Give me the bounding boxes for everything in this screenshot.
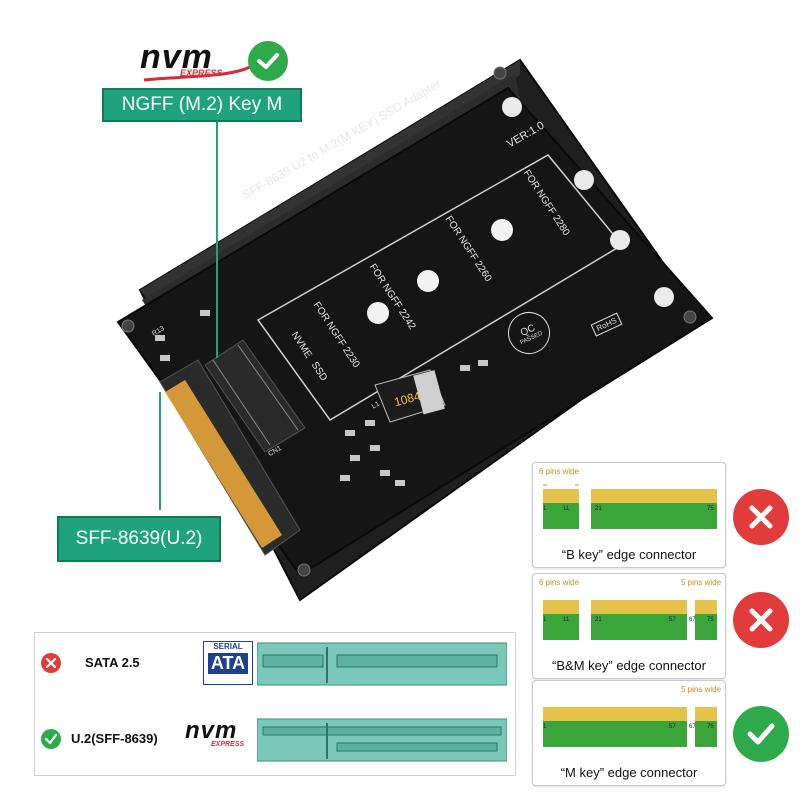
- sata-label: SATA 2.5: [85, 655, 140, 670]
- bm-key-card: 6 pins wide 5 pins wide 1 11 21 57 67 75…: [532, 573, 726, 679]
- pins-wide-left: 6 pins wide: [539, 467, 580, 476]
- pin-num: 1: [543, 617, 547, 623]
- nvme-logo-swoosh: [143, 64, 253, 82]
- pin-num: 21: [595, 617, 602, 623]
- express-text: EXPRESS: [180, 68, 223, 78]
- check-icon-top: [248, 41, 288, 81]
- serial-ata-logo: SERIAL ATA: [203, 641, 253, 685]
- u2-compare-label: U.2(SFF-8639): [71, 731, 158, 746]
- pin-num: 11: [563, 617, 570, 623]
- pin-num: 57: [669, 724, 676, 730]
- ata-text: ATA: [208, 653, 248, 674]
- nvm-text: nvm: [140, 38, 213, 76]
- u2-connector-illustration: [257, 718, 507, 762]
- x-icon-sata: [41, 653, 61, 673]
- pins-wide-left: 6 pins wide: [539, 578, 580, 587]
- express-text: EXPRESS: [211, 741, 245, 748]
- m2-key-label: NGFF (M.2) Key M: [102, 88, 302, 122]
- b-key-caption: “B key” edge connector: [561, 547, 697, 562]
- pin-num: 11: [563, 506, 570, 512]
- pin-num: 57: [669, 617, 676, 623]
- m-key-connector: [543, 707, 717, 747]
- interface-compare-box: SATA 2.5 SERIAL ATA U.2(SFF-8639) nvm EX…: [34, 632, 516, 776]
- check-icon-u2: [41, 729, 61, 749]
- m-key-card: 5 pins wide 1 57 67 75 “M key” edge conn…: [532, 680, 726, 786]
- pin-num: 21: [595, 506, 602, 512]
- pin-num: 1: [543, 506, 547, 512]
- bm-key-caption: “B&M key” edge connector: [552, 658, 706, 673]
- sata-connector-illustration: [257, 642, 507, 686]
- pin-num: 75: [707, 506, 714, 512]
- x-icon-b-key: [733, 489, 789, 545]
- pins-wide-right: 5 pins wide: [681, 578, 722, 587]
- pin-num: 67: [689, 724, 696, 730]
- bm-key-connector: [543, 600, 717, 640]
- b-key-card: 6 pins wide 1 11 21 75 “B key” edge conn…: [532, 462, 726, 568]
- b-key-connector: [543, 484, 717, 529]
- nvme-logo-bottom: nvm EXPRESS: [185, 719, 265, 749]
- check-icon-m-key: [733, 706, 789, 762]
- pin-num: 75: [707, 617, 714, 623]
- pin-num: 1: [543, 724, 547, 730]
- pin-num: 67: [689, 617, 696, 623]
- pin-num: 75: [707, 724, 714, 730]
- u2-label: SFF-8639(U.2): [57, 516, 221, 562]
- x-icon-bm-key: [733, 592, 789, 648]
- nvm-text: nvm: [185, 717, 238, 744]
- nvme-logo-top: nvm EXPRESS: [140, 38, 270, 82]
- m-key-caption: “M key” edge connector: [560, 765, 698, 780]
- serial-text: SERIAL: [213, 642, 243, 651]
- pins-wide-right: 5 pins wide: [681, 685, 722, 694]
